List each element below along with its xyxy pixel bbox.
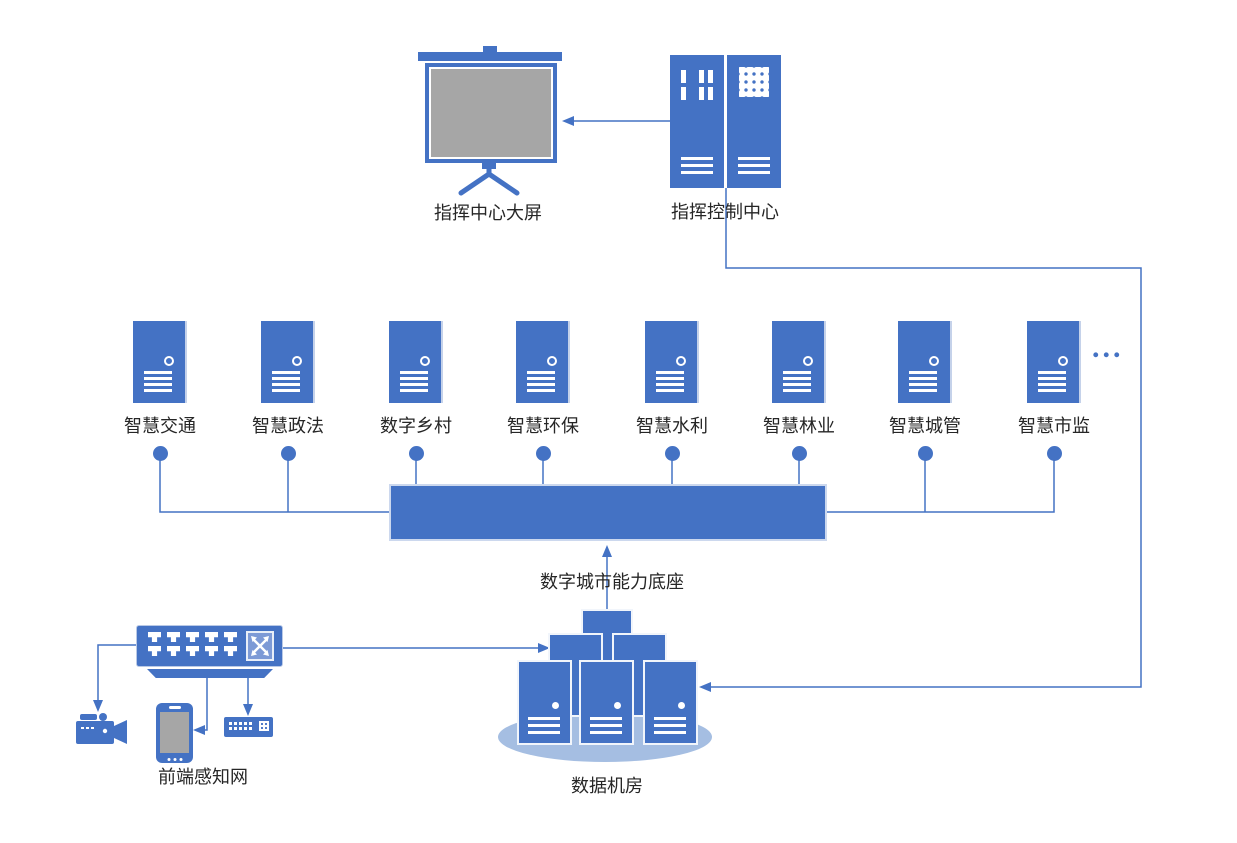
control-center-cabinet-icon [670, 55, 781, 188]
platform-node-forestry: 智慧林业 [739, 321, 859, 461]
connector-dot [408, 446, 424, 461]
power-led-icon [547, 356, 557, 366]
rack-vents-icon [681, 157, 713, 174]
switch-stand [147, 669, 273, 678]
capability-base-bar [389, 484, 827, 541]
power-led-icon [678, 702, 685, 709]
control-center-label: 指挥控制中心 [671, 202, 779, 222]
connector-dot [791, 446, 807, 461]
server-tower-icon [261, 321, 315, 403]
server-tower-icon [898, 321, 952, 403]
data-server-front-left [517, 660, 572, 745]
recorder-ports-icon [229, 722, 252, 730]
platform-label: 智慧市监 [1018, 416, 1090, 436]
platform-label: 智慧交通 [124, 416, 196, 436]
vents-icon [654, 717, 686, 734]
rack-dot-panel-icon [739, 67, 769, 97]
platform-label: 智慧林业 [763, 416, 835, 436]
power-led-icon [676, 356, 686, 366]
screen-hanger-tab [483, 46, 497, 53]
platform-node-law: 智慧政法 [228, 321, 348, 461]
vents-icon [528, 717, 560, 734]
vents-icon [1038, 371, 1066, 392]
server-tower-icon [133, 321, 187, 403]
vents-icon [144, 371, 172, 392]
phone-buttons [167, 758, 182, 761]
vents-icon [909, 371, 937, 392]
data-server-front-right [643, 660, 698, 745]
data-room-label: 数据机房 [571, 776, 643, 796]
rack-slots-icon [681, 70, 713, 100]
more-platforms-ellipsis: ... [1092, 331, 1124, 364]
rack-vents-icon [738, 157, 770, 174]
platform-label: 智慧政法 [252, 416, 324, 436]
server-tower-icon [645, 321, 699, 403]
power-led-icon [1058, 356, 1068, 366]
vents-icon [400, 371, 428, 392]
platform-node-environment: 智慧环保 [483, 321, 603, 461]
connector-dot [280, 446, 296, 461]
vents-icon [783, 371, 811, 392]
platform-node-traffic: 智慧交通 [100, 321, 220, 461]
server-tower-icon [389, 321, 443, 403]
platform-label: 智慧城管 [889, 416, 961, 436]
switch-ports-icon [148, 632, 237, 656]
connector-dot [664, 446, 680, 461]
connector-dot [917, 446, 933, 461]
connector-dot [535, 446, 551, 461]
front-end-label: 前端感知网 [158, 767, 248, 787]
platform-label: 智慧水利 [636, 416, 708, 436]
capability-base-label: 数字城市能力底座 [540, 572, 684, 592]
vents-icon [272, 371, 300, 392]
power-led-icon [614, 702, 621, 709]
power-led-icon [420, 356, 430, 366]
screen-tripod-icon [458, 166, 520, 196]
platform-label: 智慧环保 [507, 416, 579, 436]
vents-icon [590, 717, 622, 734]
rack-left [670, 55, 724, 188]
power-led-icon [929, 356, 939, 366]
recorder-device-icon [224, 717, 273, 737]
power-led-icon [164, 356, 174, 366]
phone-speaker [168, 706, 181, 709]
data-server-front-mid [579, 660, 634, 745]
crossed-arrows-icon [246, 631, 274, 661]
vents-icon [656, 371, 684, 392]
platform-node-village: 数字乡村 [356, 321, 476, 461]
screen-surface [429, 67, 553, 159]
camera-icon [76, 713, 127, 744]
network-switch-icon [136, 625, 283, 667]
server-tower-icon [772, 321, 826, 403]
platform-node-water: 智慧水利 [612, 321, 732, 461]
server-tower-icon [516, 321, 570, 403]
vents-icon [527, 371, 555, 392]
power-led-icon [803, 356, 813, 366]
platform-label: 数字乡村 [380, 416, 452, 436]
screen-label: 指挥中心大屏 [434, 203, 542, 223]
smartphone-icon [156, 703, 193, 763]
screen-top-bar [418, 52, 562, 61]
connector-dot [1046, 446, 1062, 461]
connector-dot [152, 446, 168, 461]
recorder-panel-icon [259, 721, 269, 731]
power-led-icon [292, 356, 302, 366]
platform-node-citymgmt: 智慧城管 [865, 321, 985, 461]
phone-screen [160, 712, 189, 753]
projection-screen-icon [425, 63, 557, 163]
server-tower-icon [1027, 321, 1081, 403]
rack-right [727, 55, 781, 188]
power-led-icon [552, 702, 559, 709]
